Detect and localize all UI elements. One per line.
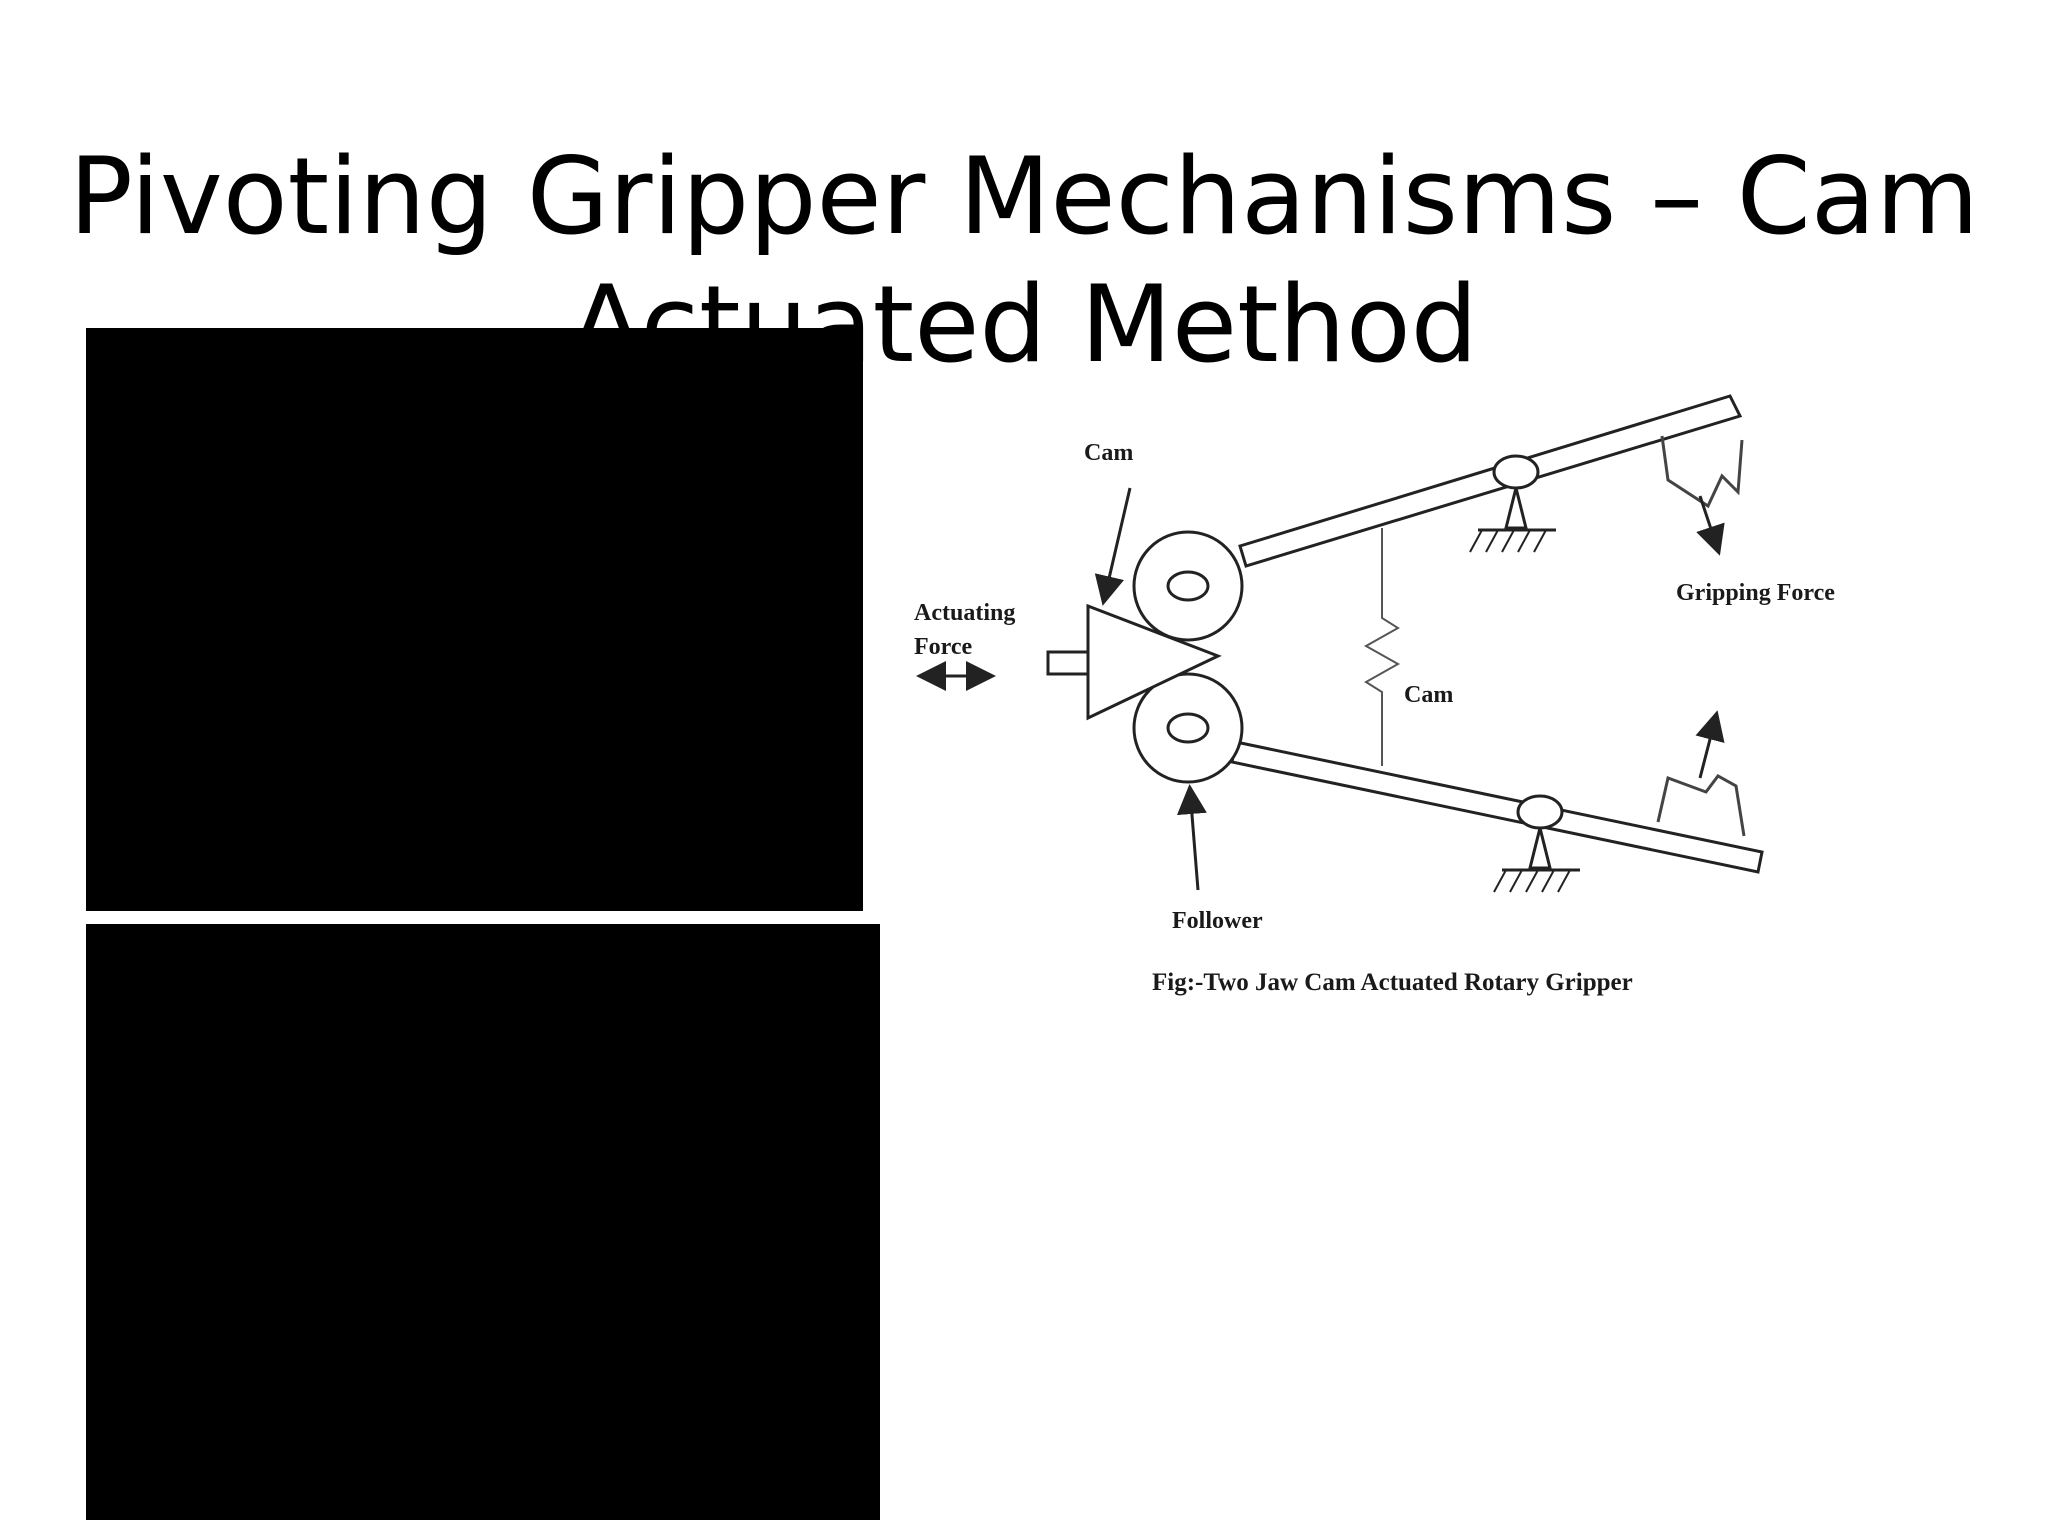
label-gripping-force: Gripping Force	[1676, 580, 1835, 606]
slide-title: Pivoting Gripper Mechanisms – Cam Actuat…	[0, 133, 2048, 389]
lower-gripping-force-arrow	[1695, 710, 1725, 779]
lower-pivot	[1493, 794, 1580, 893]
cam-wedge	[1046, 603, 1222, 721]
upper-pivot	[1469, 454, 1556, 553]
label-cam-top: Cam	[1084, 440, 1133, 466]
upper-gripping-force-arrow	[1696, 495, 1725, 556]
upper-jaw	[1238, 394, 1743, 568]
lower-jaw	[1230, 740, 1764, 874]
upper-gripper-pad	[1660, 435, 1744, 509]
cam-gripper-diagram: Cam Actuating Force Cam Gripping Force F…	[914, 394, 1835, 996]
follower-pointer-arrow	[1176, 784, 1207, 891]
upper-follower-roller	[1132, 530, 1244, 642]
lower-follower-roller	[1132, 672, 1244, 784]
spring	[1363, 528, 1401, 766]
figure-caption: Fig:-Two Jaw Cam Actuated Rotary Gripper	[1152, 969, 1633, 996]
cam-pointer-arrow	[1094, 487, 1132, 606]
label-actuating-force-line2: Force	[914, 634, 973, 660]
title-line-1: Pivoting Gripper Mechanisms – Cam	[68, 135, 1980, 259]
lower-gripper-pad	[1656, 774, 1746, 837]
redacted-image-top	[86, 328, 863, 911]
redacted-image-bottom	[86, 924, 880, 1520]
label-actuating-force-line1: Actuating	[914, 600, 1015, 626]
label-cam-spring: Cam	[1404, 682, 1453, 708]
label-follower: Follower	[1172, 908, 1263, 934]
